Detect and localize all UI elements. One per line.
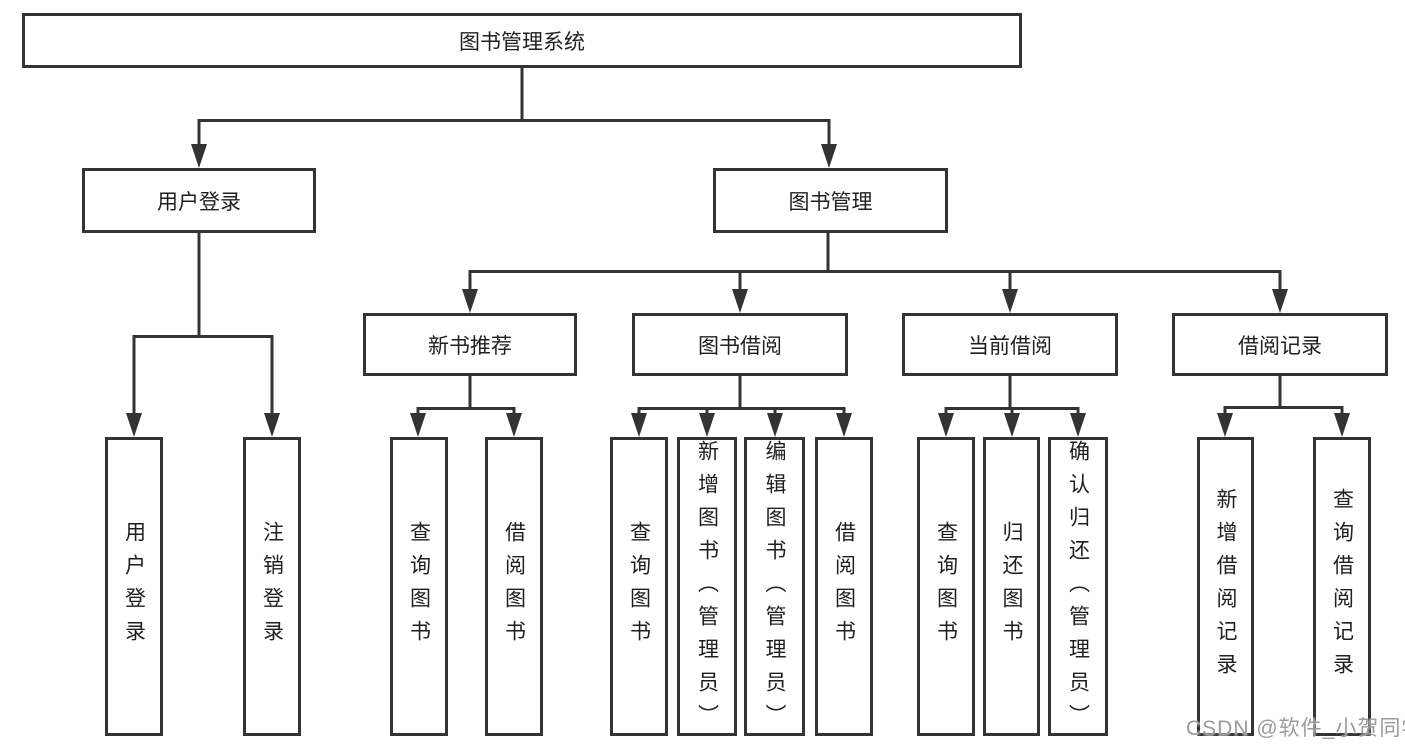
node-root-label: 图书管理系统: [459, 30, 585, 54]
node-label: 借阅记录: [1238, 334, 1322, 358]
node-user-login-group: 用户登录: [82, 168, 316, 233]
leaf-label: 查询图书: [934, 520, 958, 653]
leaf-label: 编辑图书（管理员）: [763, 440, 787, 737]
leaf-label: 用户登录: [122, 520, 146, 653]
leaf-label: 归还图书: [1000, 520, 1024, 653]
leaf-borrow-query-book: 查询图书: [610, 437, 668, 736]
node-label: 图书借阅: [698, 334, 782, 358]
leaf-label: 确认归还（管理员）: [1066, 440, 1090, 737]
node-book-management-group: 图书管理: [713, 168, 948, 233]
leaf-record-add-borrow-record: 新增借阅记录: [1197, 437, 1254, 736]
arrow-down-icons: [126, 144, 1350, 437]
leaf-logout: 注销登录: [243, 437, 301, 736]
leaf-recommend-query-book: 查询图书: [390, 437, 448, 736]
leaf-label: 新增借阅记录: [1214, 487, 1238, 686]
leaf-borrow-add-book-admin: 新增图书（管理员）: [677, 437, 737, 737]
leaf-label: 借阅图书: [502, 520, 526, 653]
leaf-user-login: 用户登录: [105, 437, 163, 736]
node-label: 当前借阅: [968, 334, 1052, 358]
leaf-current-query-book: 查询图书: [917, 437, 975, 736]
node-new-book-recommend: 新书推荐: [363, 313, 577, 376]
leaf-label: 注销登录: [260, 520, 284, 653]
leaf-current-return-book: 归还图书: [983, 437, 1040, 736]
leaf-borrow-borrow-book: 借阅图书: [815, 437, 873, 736]
node-label: 图书管理: [788, 190, 873, 214]
node-label: 新书推荐: [428, 334, 512, 358]
leaf-current-confirm-return-admin: 确认归还（管理员）: [1048, 437, 1108, 737]
leaf-borrow-edit-book-admin: 编辑图书（管理员）: [744, 437, 805, 737]
node-book-borrow: 图书借阅: [632, 313, 848, 376]
leaf-label: 查询图书: [627, 520, 651, 653]
node-borrow-record: 借阅记录: [1172, 313, 1388, 376]
leaf-record-query-borrow-record: 查询借阅记录: [1313, 437, 1371, 736]
node-root: 图书管理系统: [22, 13, 1022, 68]
leaf-recommend-borrow-book: 借阅图书: [485, 437, 543, 736]
watermark: CSDN @软件_小贺同学: [1186, 717, 1405, 740]
leaf-label: 查询借阅记录: [1330, 487, 1354, 686]
leaf-label: 借阅图书: [832, 520, 856, 653]
leaf-label: 新增图书（管理员）: [695, 440, 719, 737]
leaf-label: 查询图书: [407, 520, 431, 653]
node-label: 用户登录: [157, 190, 241, 214]
node-current-borrow: 当前借阅: [902, 313, 1118, 376]
